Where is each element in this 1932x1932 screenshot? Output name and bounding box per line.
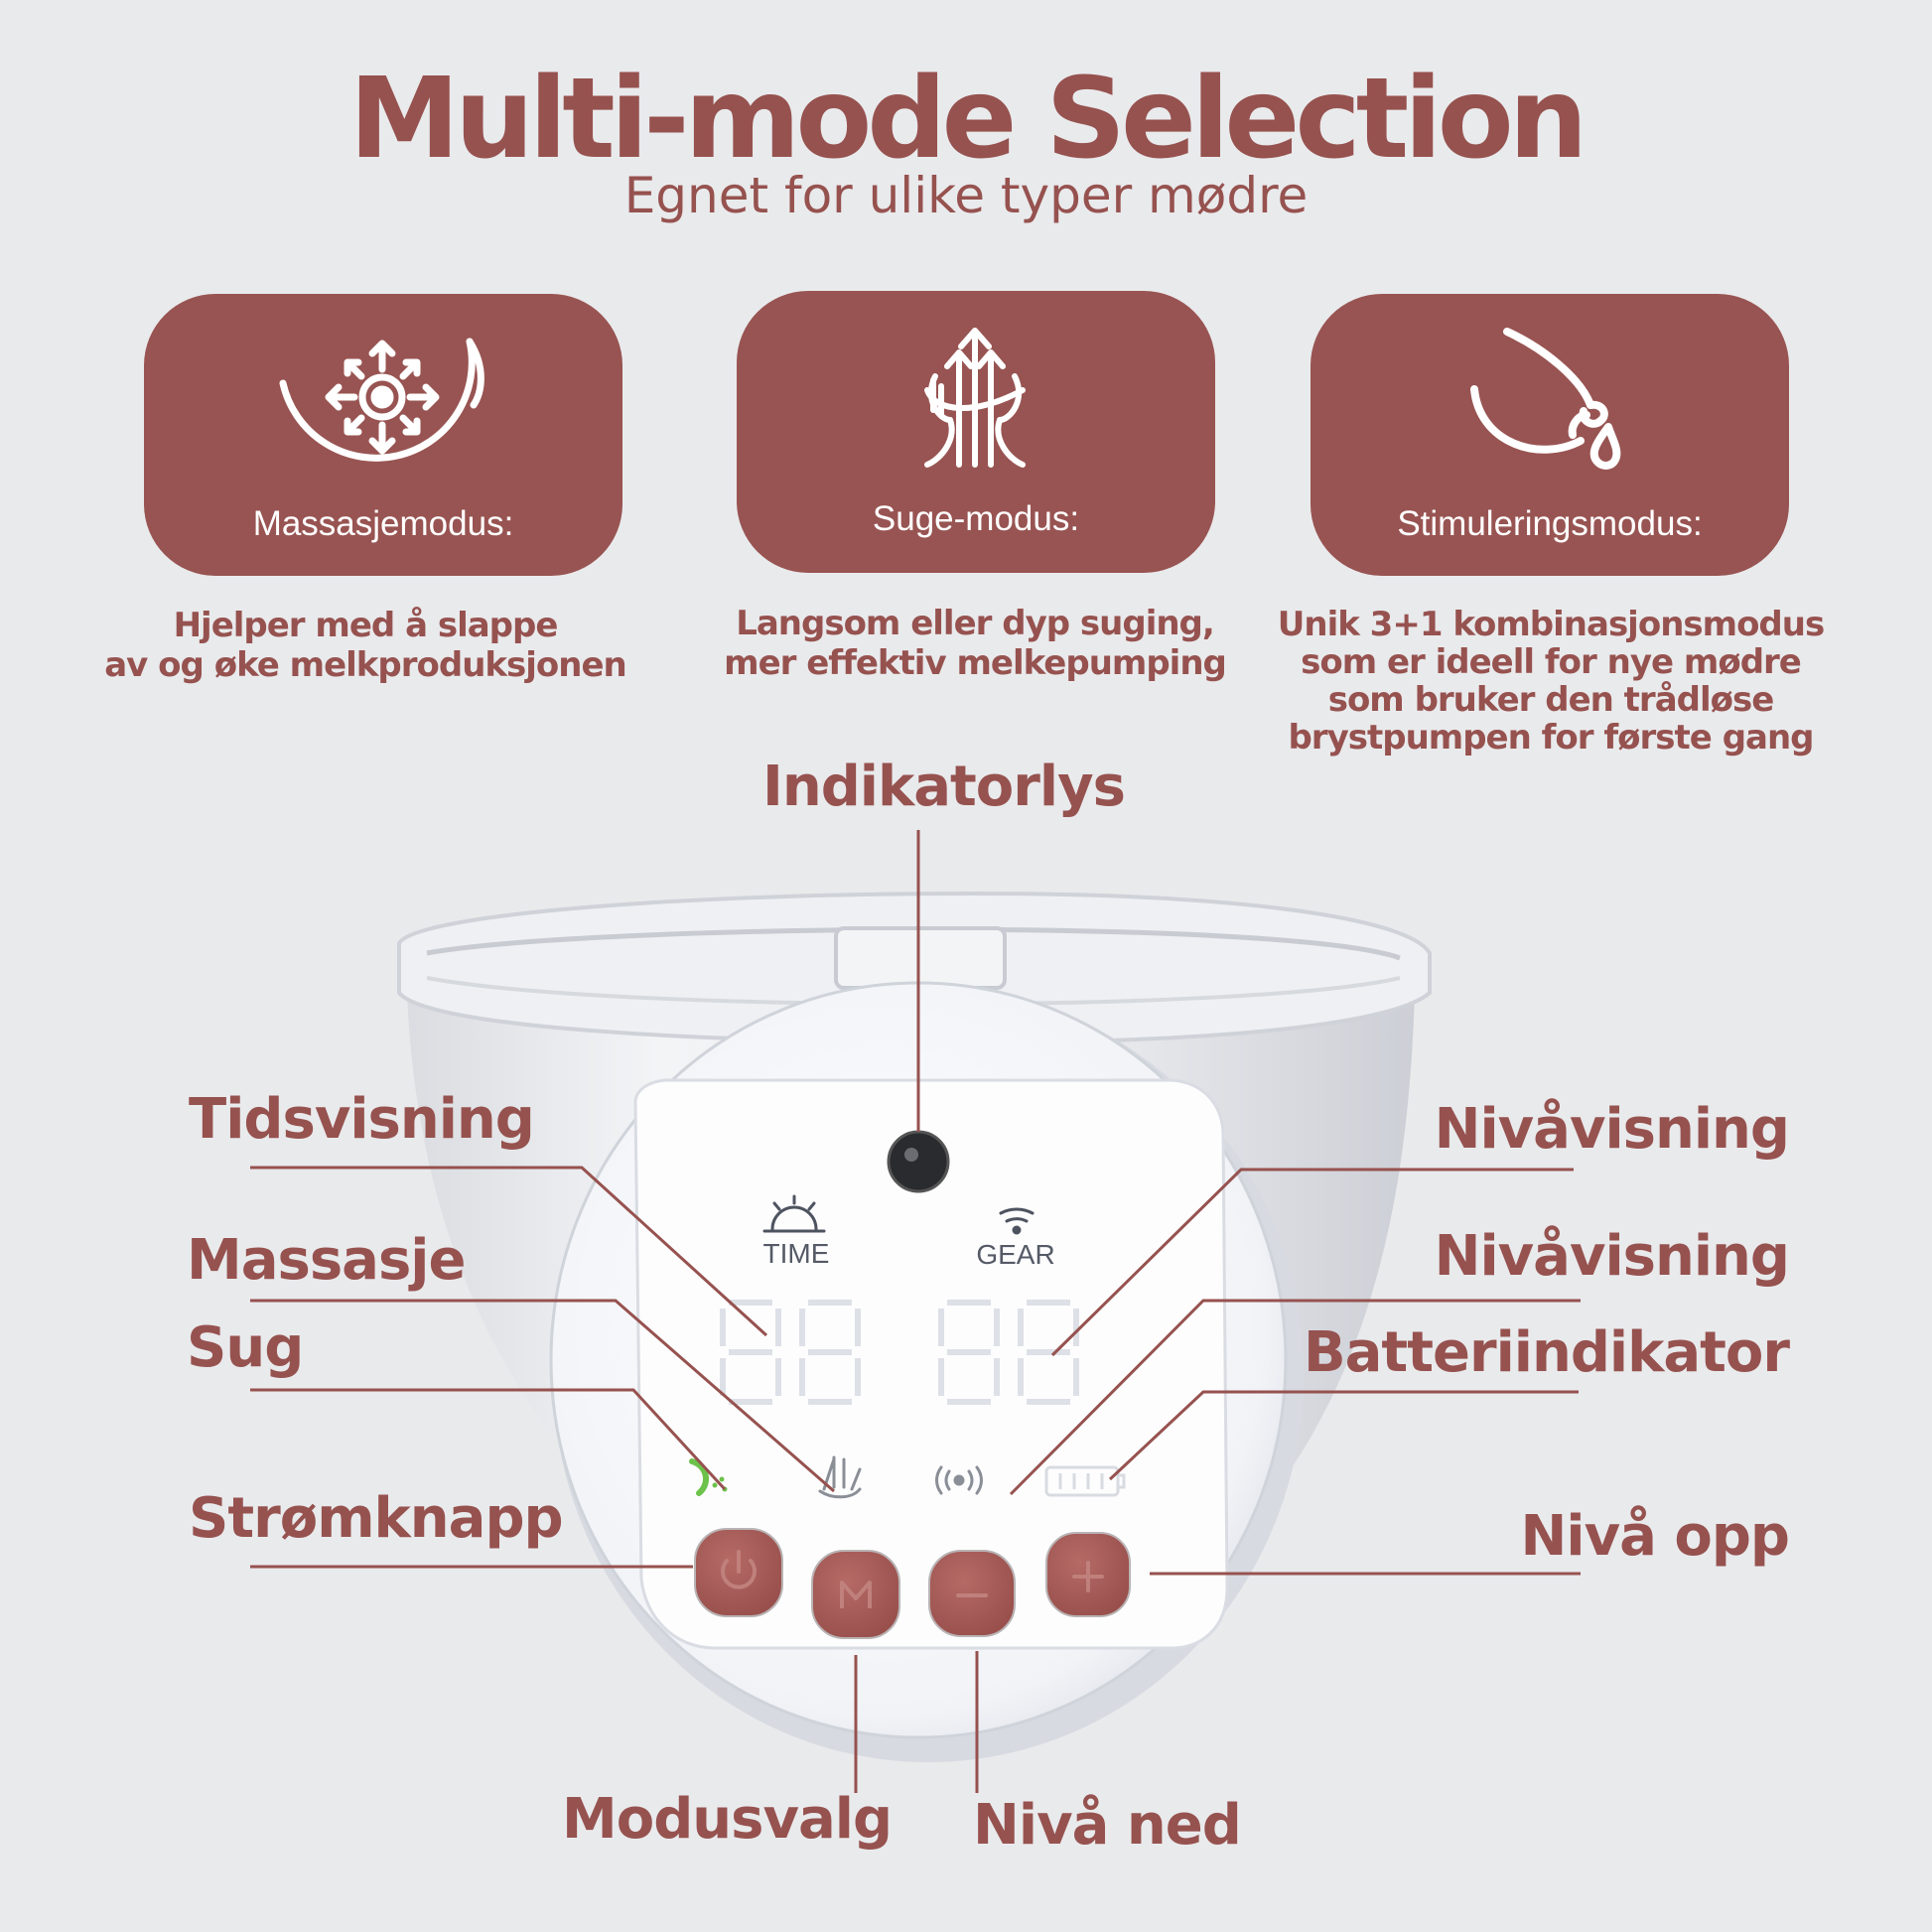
power-button[interactable] <box>694 1528 783 1617</box>
mode-card-suction: Suge-modus: <box>737 291 1215 573</box>
hand-icon <box>818 1455 862 1499</box>
description-line: som bruker den trådløse <box>1327 680 1775 720</box>
suction-mode-icon <box>689 1458 728 1496</box>
lcd-gear-label: GEAR <box>976 1239 1055 1270</box>
description-line: av og øke melkproduksjonen <box>104 645 627 685</box>
sun-icon <box>762 1194 826 1233</box>
cup-clip <box>834 926 1007 990</box>
callout-level-down: Nivå ned <box>973 1793 1242 1858</box>
level-down-button[interactable] <box>928 1550 1016 1637</box>
callout-suction: Sug <box>187 1315 304 1380</box>
description-line: mer effektiv melkepumping <box>724 643 1227 683</box>
mode-description-suction: Langsom eller dyp suging, mer effektiv m… <box>677 604 1273 683</box>
leader-level-display-1 <box>1050 1168 1574 1357</box>
control-panel <box>633 1078 1229 1650</box>
page-title: Multi-mode Selection <box>348 55 1588 184</box>
leader-battery <box>1108 1390 1579 1481</box>
leader-suction <box>250 1388 727 1491</box>
vibration-icon <box>935 1465 983 1495</box>
mode-label-stimulation: Stimuleringsmodus: <box>1397 504 1703 543</box>
mode-description-stimulation: Unik 3+1 kombinasjonsmodus som er ideell… <box>1253 606 1849 757</box>
callout-power-button: Strømknapp <box>189 1486 564 1551</box>
leader-level-display-2 <box>1009 1299 1581 1496</box>
callout-mode-select: Modusvalg <box>562 1787 893 1852</box>
mode-button[interactable] <box>811 1550 900 1639</box>
page-subtitle: Egnet for ulike typer mødre <box>623 167 1309 224</box>
mode-label-massage: Massasjemodus: <box>252 504 514 543</box>
description-line: Langsom eller dyp suging, <box>736 604 1215 643</box>
mode-label-suction: Suge-modus: <box>872 499 1080 538</box>
description-line: Hjelper med å slappe <box>173 606 559 645</box>
callout-level-display-1: Nivåvisning <box>1434 1097 1790 1162</box>
leader-time-display <box>250 1166 768 1337</box>
callout-battery: Batteriindikator <box>1303 1320 1790 1385</box>
description-line: som er ideell for nye mødre <box>1301 642 1802 682</box>
callout-level-up: Nivå opp <box>1520 1504 1791 1569</box>
callout-time-display: Tidsvisning <box>189 1087 535 1152</box>
lcd-digits <box>720 1300 1079 1405</box>
description-line: Unik 3+1 kombinasjonsmodus <box>1277 605 1825 644</box>
callout-level-display-2: Nivåvisning <box>1434 1224 1790 1289</box>
indicator-light-highlight <box>904 1148 918 1162</box>
mode-card-massage: Massasjemodus: <box>144 294 622 576</box>
mode-icon <box>840 1581 872 1608</box>
power-icon <box>721 1550 757 1589</box>
mode-card-stimulation: Stimuleringsmodus: <box>1311 294 1789 576</box>
callout-indicator-light: Indikatorlys <box>762 755 1126 819</box>
massage-icon <box>279 338 484 462</box>
wifi-icon <box>999 1207 1035 1235</box>
suction-icon <box>924 328 1026 468</box>
battery-icon <box>1044 1465 1126 1497</box>
level-up-button[interactable] <box>1045 1532 1131 1617</box>
description-line: brystpumpen for første gang <box>1288 718 1814 758</box>
leader-massage <box>250 1299 835 1493</box>
lcd-time-label: TIME <box>762 1238 830 1269</box>
mode-description-massage: Hjelper med å slappe av og øke melkprodu… <box>68 606 663 685</box>
stimulation-icon <box>1470 328 1621 470</box>
indicator-light <box>887 1130 950 1193</box>
callout-massage: Massasje <box>187 1228 466 1293</box>
plus-icon <box>1072 1561 1104 1592</box>
